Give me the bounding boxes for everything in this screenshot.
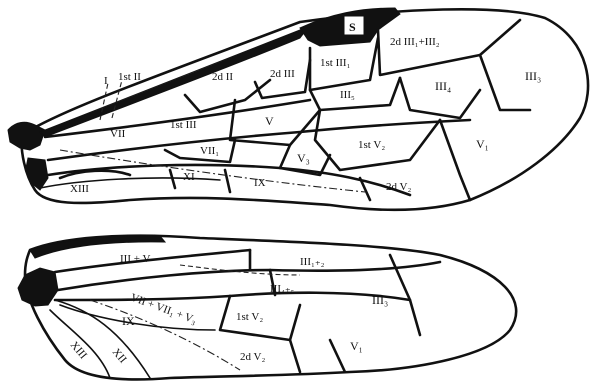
- hw-label-V1: V₁: [350, 339, 363, 353]
- dash-1stII: [112, 80, 122, 118]
- label-XI: XI: [183, 171, 195, 183]
- label-VII: VII: [110, 128, 126, 140]
- label-stigma: S: [349, 20, 356, 34]
- hw-label-2dV2: 2d V₂: [240, 351, 265, 363]
- forewing-base-lower: [26, 158, 48, 190]
- label-I: I: [104, 75, 108, 87]
- cv-III3: [480, 55, 530, 110]
- label-2dIII: 2d III: [270, 68, 295, 80]
- label-V1: V₁: [476, 137, 489, 151]
- label-1stII: 1st II: [118, 71, 141, 83]
- label-IX: IX: [254, 177, 266, 189]
- label-1stIII: 1st III: [170, 119, 197, 131]
- hw-label-III-V: III + V: [120, 253, 150, 265]
- label-XIII: XIII: [70, 183, 89, 195]
- hw-anal-1: [55, 300, 150, 378]
- label-1stV2: 1st V₂: [358, 139, 385, 151]
- hw-label-1stV2: 1st V₂: [236, 311, 263, 323]
- label-III4: III₄: [435, 79, 451, 93]
- label-2dIII1-III2: 2d III₁+III₂: [390, 36, 440, 48]
- hw-cv-2dV2: [290, 340, 300, 372]
- vein-media: [48, 120, 470, 160]
- cv-IX: [225, 170, 230, 192]
- hw-cv-V1: [330, 340, 345, 372]
- cv-V1: [440, 120, 470, 200]
- hw-label-III1-2: III₁₊₂: [300, 256, 325, 268]
- label-2dV2: 2d V₂: [386, 181, 411, 193]
- label-III3: III₃: [525, 69, 541, 83]
- label-III5: III₅: [340, 89, 355, 101]
- hw-label-XII: XII: [110, 346, 129, 366]
- hw-label-IX: IX: [122, 314, 135, 328]
- label-2dII: 2d II: [212, 71, 233, 83]
- label-V: V: [265, 114, 274, 128]
- label-1stIII1: 1st III₁: [320, 57, 351, 69]
- hw-label-III3: III₃: [372, 293, 388, 307]
- label-V3: V₃: [297, 151, 310, 165]
- forewing: S I 1st II 2d II 2d III 1st III₁ 2d III₁…: [8, 8, 588, 210]
- hw-label-III4-5: III₄₊₅: [270, 283, 295, 295]
- hindwing: III + V III₁₊₂ III₄₊₅ III₃ VII + VII₁ + …: [18, 236, 516, 380]
- hw-vein-radius: [55, 250, 250, 272]
- label-VII1: VII₁: [200, 145, 219, 157]
- cv-XI: [170, 170, 175, 188]
